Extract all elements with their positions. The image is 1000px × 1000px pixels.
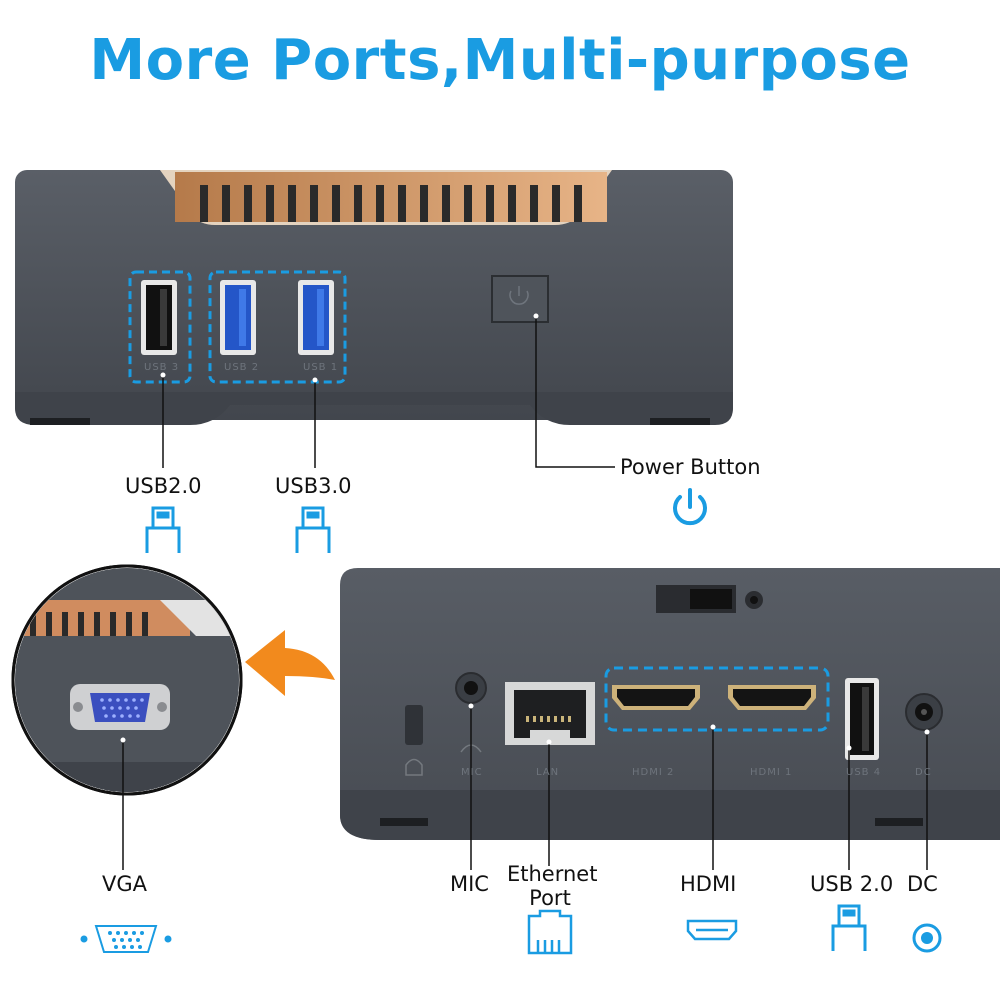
usb3-port-left [141,280,177,355]
usb2-marking: USB 2 [224,362,260,373]
vga-icon [80,925,172,953]
usb2-port-middle [220,280,256,355]
vga-label: VGA [102,872,148,896]
usb-plug-icon [831,904,867,951]
lan-marking: LAN [536,767,560,778]
usb4-marking: USB 4 [846,767,882,778]
ethernet-icon [527,909,573,955]
arrow-icon [245,630,335,696]
ethernet-port-label: Ethernet Port [507,862,598,910]
usb20-label: USB2.0 [125,474,202,498]
usb-plug-icon [145,506,181,553]
hdmi-icon [686,919,738,941]
usb20-rear-label: USB 2.0 [810,872,894,896]
dc-label: DC [907,872,938,896]
dc-marking: DC [915,767,932,778]
usb3-marking: USB 3 [144,362,180,373]
mic-label: MIC [450,872,489,896]
ethernet-label-line2: Port [529,886,571,910]
hdmi1-marking: HDMI 1 [750,767,793,778]
hdmi2-marking: HDMI 2 [632,767,675,778]
page-title: More Ports,Multi-purpose [89,28,911,93]
hdmi-label: HDMI [680,872,737,896]
heatsink-fins [175,172,607,222]
mic-marking: MIC [461,767,483,778]
power-button-label: Power Button [620,455,761,479]
usb1-port-right [298,280,334,355]
usb30-label: USB3.0 [275,474,352,498]
power-icon [673,488,707,526]
ethernet-label-line1: Ethernet [507,862,598,886]
dc-icon [912,923,942,953]
usb-plug-icon [295,506,331,553]
usb1-marking: USB 1 [303,362,339,373]
